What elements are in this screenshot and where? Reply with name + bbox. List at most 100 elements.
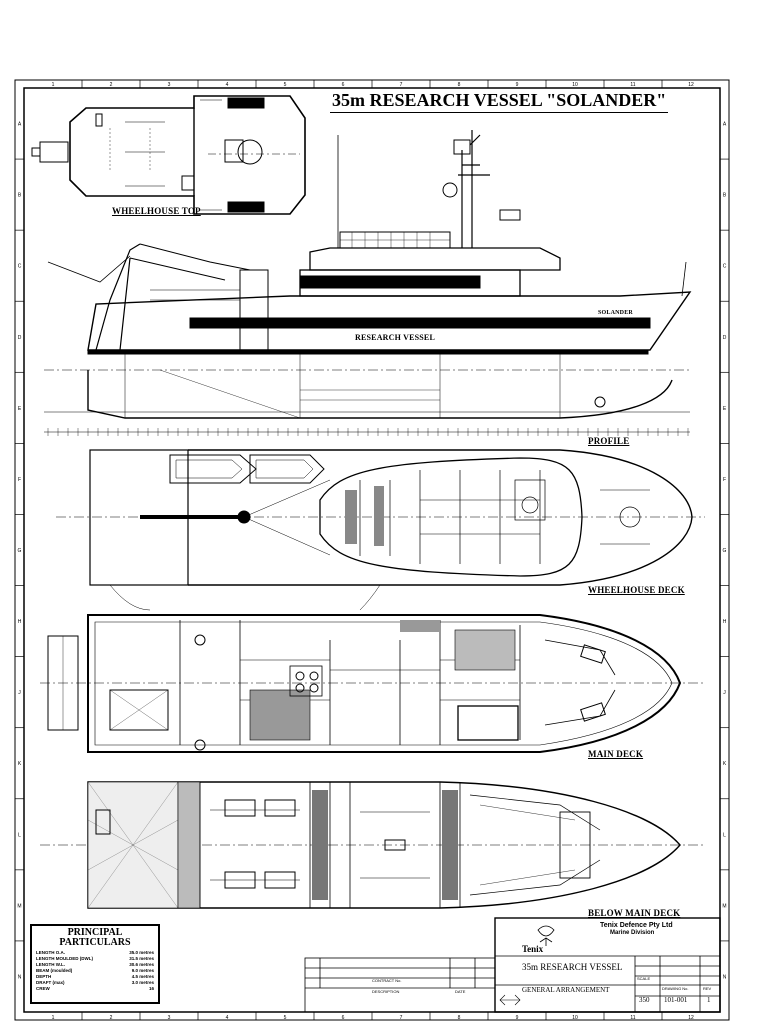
particulars-row: LENGTH W.L. 30.6 metres [32,962,158,968]
particulars-row: CREW 16 [32,986,158,992]
particulars-row-label: DRAFT (max) [36,980,65,985]
border-row-letter: C [723,264,727,270]
particulars-row-value: 31.5 metres [129,956,154,961]
border-column-number: 11 [630,1015,635,1021]
border-row-letter: D [18,335,22,341]
border-row-letter: N [723,974,727,980]
border-column-number: 6 [342,1015,345,1021]
particulars-row-value: 4.5 metres [131,974,154,979]
contract-label: CONTRACT No. [372,978,402,983]
border-row-letter: G [18,548,22,554]
revision-number: 1 [707,996,711,1004]
border-column-number: 5 [284,82,287,88]
vessel-name: SOLANDER [598,310,633,316]
particulars-heading-2: PARTICULARS [59,937,131,948]
hull-side-text: RESEARCH VESSEL [355,333,435,342]
company-name: Tenix Defence Pty Ltd [600,922,673,929]
border-row-letter: J [18,690,21,696]
drawing-number: 101-001 [664,996,688,1004]
scale-label: SCALE [637,976,651,981]
border-column-number: 8 [458,1015,461,1021]
border-row-letter: H [723,619,727,625]
drawing-name: GENERAL ARRANGEMENT [522,986,610,994]
main-deck-view [40,614,705,753]
border-row-letter: M [17,903,21,909]
particulars-row-label: LENGTH MOULDED (DWL) [36,956,93,961]
below-main-deck-view [40,781,705,909]
border-row-letter: C [18,264,22,270]
border-column-number: 2 [110,82,113,88]
particulars-row-value: 16 [148,986,154,991]
wheelhouse-top-view [31,95,306,215]
dwg-no-label: DRAWING No. [662,986,689,991]
border-row-letter: B [723,193,727,199]
company-division: Marine Division [610,930,655,936]
border-column-number: 4 [226,82,229,88]
border-row-letter: E [18,406,22,412]
particulars-row-label: BEAM (moulded) [36,968,73,973]
border-row-letter: M [722,903,726,909]
wheelhouse-deck-label: WHEELHOUSE DECK [588,585,685,595]
border-row-letter: D [723,335,727,341]
border-column-number: 10 [572,1015,578,1021]
border-row-letter: E [723,406,727,412]
border-column-number: 5 [284,1015,287,1021]
border-row-letter: K [723,761,727,767]
border-column-number: 8 [458,82,461,88]
rev-label: REV [703,986,712,991]
border-row-letter: F [18,477,21,483]
border-column-number: 4 [226,1015,229,1021]
particulars-row-value: 9.0 metres [131,968,154,973]
project-name: 35m RESEARCH VESSEL [522,962,623,972]
border-row-letter: F [723,477,726,483]
border-column-number: 3 [168,82,171,88]
particulars-row: DRAFT (max) 3.0 metres [32,980,158,986]
particulars-row-label: LENGTH O.A. [36,950,65,955]
particulars-row-value: 35.0 metres [129,950,154,955]
border-column-number: 12 [688,82,694,88]
particulars-row-label: CREW [36,986,50,991]
border-column-number: 9 [516,1015,519,1021]
border-row-letter: J [723,690,726,696]
border-column-number: 1 [52,1015,55,1021]
border-column-number: 3 [168,1015,171,1021]
border-row-letter: N [18,974,22,980]
border-row-letter: G [723,548,727,554]
main-deck-label: MAIN DECK [588,749,644,759]
title-block [304,917,721,1013]
frame-scale-ticks [47,428,689,436]
wheelhouse-top-label: WHEELHOUSE TOP [112,206,201,216]
particulars-row-value: 30.6 metres [129,962,154,967]
border-row-letter: A [18,122,22,128]
border-column-number: 10 [572,82,578,88]
border-column-number: 7 [400,1015,403,1021]
border-row-letter: L [18,832,21,838]
portholes [536,321,624,329]
particulars-row: LENGTH MOULDED (DWL) 31.5 metres [32,956,158,962]
particulars-heading-1: PRINCIPAL [67,927,123,938]
principal-particulars-box: PRINCIPAL PARTICULARS LENGTH O.A. 35.0 me… [30,924,160,1004]
border-row-letter: A [723,122,727,128]
date-label: DATE [455,989,466,994]
border-column-number: 9 [516,82,519,88]
particulars-row-value: 3.0 metres [131,980,154,985]
border-row-letter: K [18,761,22,767]
border-column-number: 11 [630,82,635,88]
profile-label: PROFILE [588,436,630,446]
border-column-number: 6 [342,82,345,88]
border-row-letter: B [18,193,22,199]
particulars-row-label: LENGTH W.L. [36,962,65,967]
border-column-number: 7 [400,82,403,88]
border-row-letter: H [18,619,22,625]
border-row-letter: L [723,832,726,838]
border-column-number: 1 [52,82,55,88]
below-main-deck-label: BELOW MAIN DECK [588,908,681,918]
wheelhouse-deck-view [56,449,705,611]
particulars-row: BEAM (moulded) 9.0 metres [32,968,158,974]
description-label: DESCRIPTION [372,989,400,994]
border-column-number: 2 [110,1015,113,1021]
job-number: 350 [639,996,650,1004]
